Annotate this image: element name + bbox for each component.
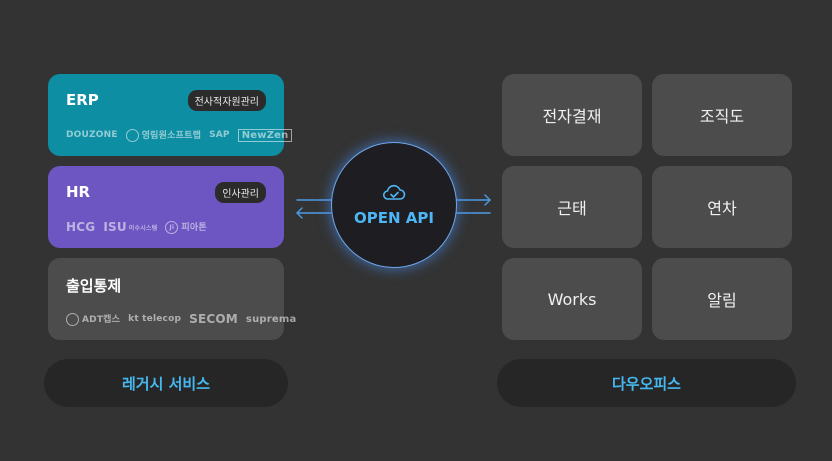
isu-system-logo: 이수시스템	[128, 224, 158, 232]
left-arrowhead	[296, 207, 303, 219]
hcg-logo: HCG	[66, 220, 96, 234]
adt-caps-logo: ADT캡스	[66, 312, 120, 326]
right-arrowhead	[484, 194, 491, 206]
office-item-works: Works	[502, 258, 642, 340]
isu-logo: ISU	[103, 220, 127, 234]
suprema-logo: suprema	[245, 313, 297, 325]
erp-badge: 전사적자원관리	[187, 90, 266, 111]
office-item-annual-leave: 연차	[652, 166, 792, 248]
younglimwon-mark-icon	[125, 129, 139, 142]
kt-telecop-logo: kt telecop	[128, 314, 182, 324]
erp-title: ERP	[66, 91, 99, 109]
cloud-check-icon	[382, 184, 406, 200]
office-item-approval: 전자결재	[502, 74, 642, 156]
hr-badge: 인사관리	[215, 182, 266, 203]
erp-card: ERP 전사적자원관리 DOUZONE 영림원소프트랩 SAP NewZen	[48, 74, 293, 156]
secom-logo: SECOM	[189, 312, 238, 326]
access-control-card: 출입통제 ADT캡스 kt telecop SECOM suprema	[48, 258, 296, 340]
office-item-org-chart: 조직도	[652, 74, 792, 156]
legacy-services-label: 레거시 서비스	[44, 359, 288, 407]
younglimwon-logo: 영림원소프트랩	[125, 128, 201, 142]
office-item-notifications: 알림	[652, 258, 792, 340]
access-control-logos: ADT캡스 kt telecop SECOM suprema	[66, 312, 296, 326]
access-control-title: 출입통제	[66, 277, 122, 295]
open-api-hub: OPEN API	[331, 142, 457, 268]
piaton-mark-icon: Ji	[165, 221, 179, 234]
hr-title: HR	[66, 183, 91, 201]
office-item-attendance: 근태	[502, 166, 642, 248]
newzen-logo: NewZen	[237, 128, 293, 142]
sap-logo: SAP	[209, 130, 230, 140]
douzone-logo: DOUZONE	[66, 130, 118, 140]
open-api-label: OPEN API	[354, 209, 434, 227]
erp-logos: DOUZONE 영림원소프트랩 SAP NewZen	[66, 128, 293, 142]
adt-mark-icon	[66, 313, 79, 326]
dauoffice-label: 다우오피스	[497, 359, 796, 407]
